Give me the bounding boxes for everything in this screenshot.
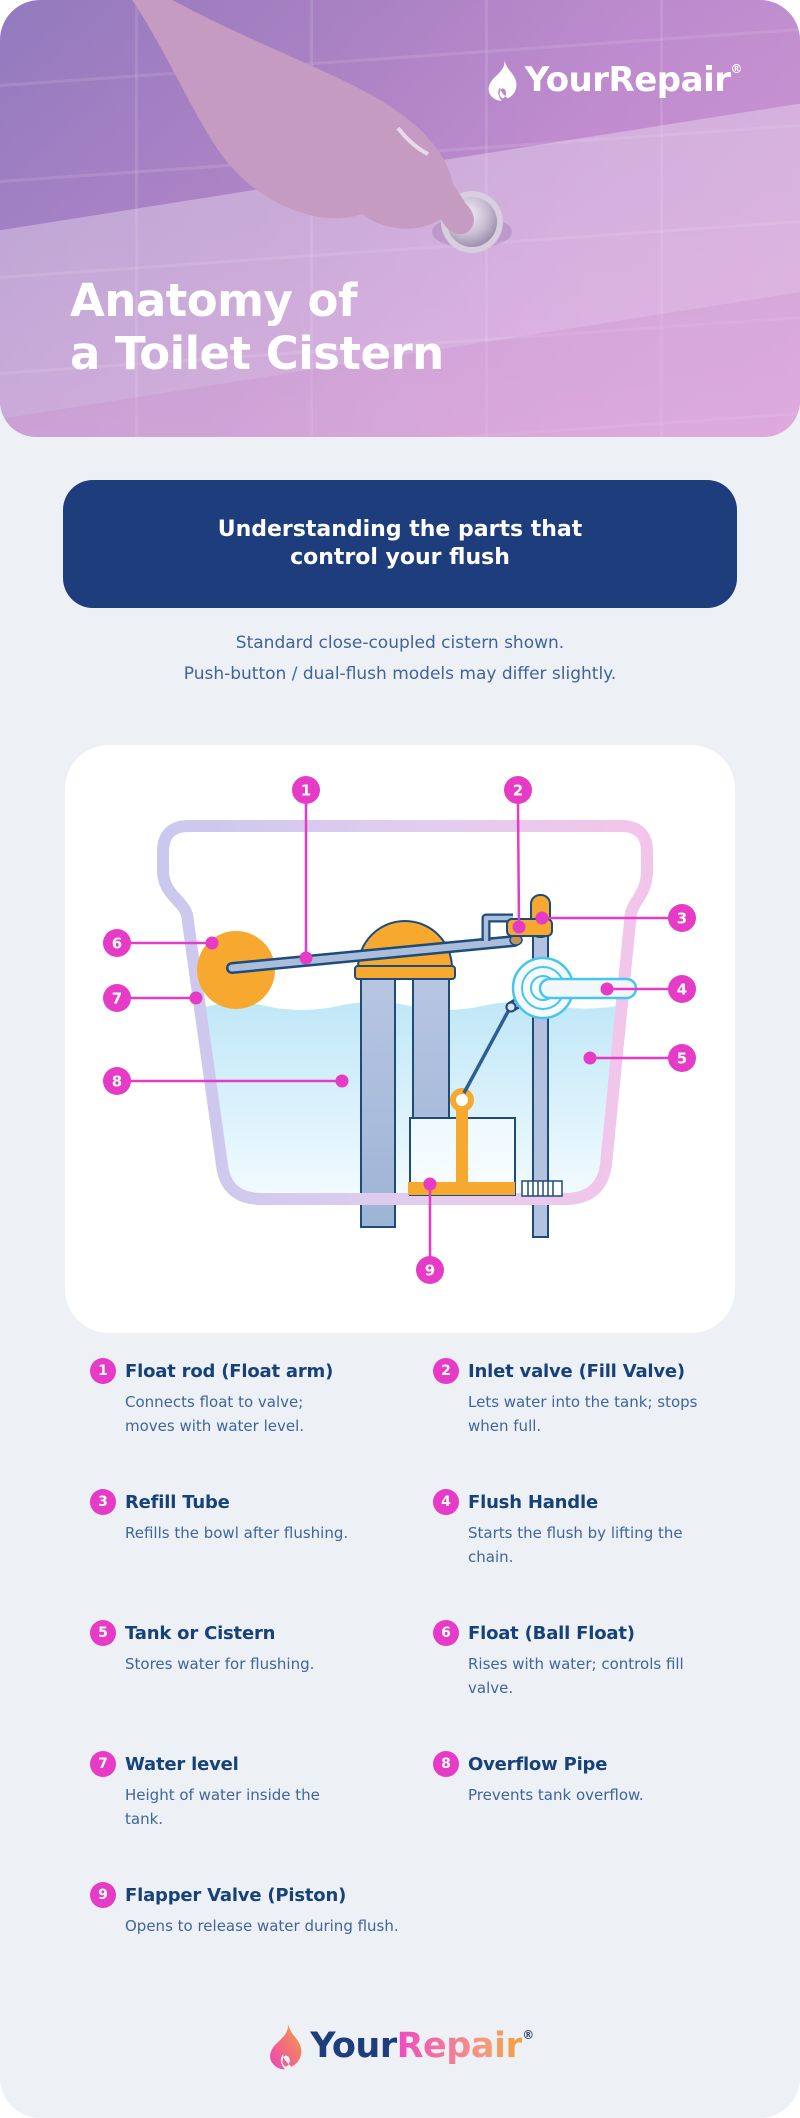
svg-text:2: 2 [513,782,523,800]
callout-1-float-rod: 1 [292,776,320,965]
legend-title: Refill Tube [125,1491,230,1513]
legend: 1 Float rod (Float arm) Connects float t… [90,1358,730,1938]
page-title-line1: Anatomy of [70,274,358,327]
legend-title: Water level [125,1753,239,1775]
hand-silhouette [132,0,474,235]
registered-mark: ® [522,2028,534,2042]
svg-text:8: 8 [112,1073,122,1091]
siphon-pipe [412,976,450,1119]
brand-wordmark: YourRepair® [310,2026,534,2066]
legend-title: Tank or Cistern [125,1622,276,1644]
callout-8-overflow-pipe: 8 [103,1067,349,1095]
legend-description: Starts the flush by lifting the chain. [468,1524,683,1566]
svg-text:4: 4 [677,981,687,999]
brand-your: Your [524,60,609,100]
legend-item-tank: 5 Tank or Cistern Stores water for flush… [90,1620,433,1751]
legend-item-refill-tube: 3 Refill Tube Refills the bowl after flu… [90,1489,433,1620]
section-banner: Understanding the parts that control you… [63,480,737,608]
callout-3-refill-tube: 3 [535,904,696,932]
legend-item-flapper-valve: 9 Flapper Valve (Piston) Opens to releas… [90,1882,433,1938]
legend-badge: 3 [90,1489,116,1515]
pipe-connector-ribs [521,1180,563,1197]
legend-badge: 4 [433,1489,459,1515]
legend-title: Float rod (Float arm) [125,1360,334,1382]
legend-title: Inlet valve (Fill Valve) [468,1360,685,1382]
legend-item-flush-handle: 4 Flush Handle Starts the flush by lifti… [433,1489,730,1620]
legend-title: Flapper Valve (Piston) [125,1884,347,1906]
legend-item-float: 6 Float (Ball Float) Rises with water; c… [433,1620,730,1751]
banner-line2: control your flush [290,545,510,570]
flapper-stem [456,1106,468,1188]
callout-9-flapper-valve: 9 [416,1177,444,1284]
svg-text:3: 3 [677,910,687,928]
brand-wordmark: YourRepair® [524,60,743,100]
legend-title: Overflow Pipe [468,1753,608,1775]
legend-item-overflow-pipe: 8 Overflow Pipe Prevents tank overflow. [433,1751,730,1882]
legend-badge: 6 [433,1620,459,1646]
brand-your: Your [310,2026,397,2066]
legend-description: Refills the bowl after flushing. [125,1524,349,1542]
legend-badge: 2 [433,1358,459,1384]
water [194,1002,628,1193]
legend-title: Flush Handle [468,1491,598,1513]
overflow-pipe [360,976,396,1228]
header-hero: YourRepair® Anatomy of a Toilet Cistern [0,0,800,437]
tank-outline [157,820,653,1205]
subtitle-line2: Push-button / dual-flush models may diff… [183,664,617,684]
page-title-line2: a Toilet Cistern [70,327,444,380]
legend-item-water-level: 7 Water level Height of water inside the… [90,1751,433,1882]
float-rod [228,937,518,972]
brand-logo-footer: YourRepair® [0,2022,800,2070]
legend-description: Prevents tank overflow. [468,1786,644,1804]
brand-repair: Repair [608,60,731,100]
callouts: 1 2 3 4 [103,776,696,1284]
legend-description: Height of water inside the tank. [125,1786,320,1828]
diagram-card: 1 2 3 4 [65,745,735,1333]
page-title: Anatomy of a Toilet Cistern [70,274,444,380]
legend-description: Connects float to valve; moves with wate… [125,1393,305,1435]
legend-item-float-rod: 1 Float rod (Float arm) Connects float t… [90,1358,433,1489]
svg-text:1: 1 [301,782,311,800]
legend-badge: 1 [90,1358,116,1384]
legend-item-inlet-valve: 2 Inlet valve (Fill Valve) Lets water in… [433,1358,730,1489]
brand-logo-header: YourRepair® [485,58,742,102]
rod-link [483,915,513,941]
legend-description: Lets water into the tank; stops when ful… [468,1393,698,1435]
callout-6-float: 6 [103,929,219,957]
flame-icon [270,2022,302,2070]
cistern-diagram: 1 2 3 4 [103,776,696,1284]
legend-description: Rises with water; controls fill valve. [468,1655,684,1697]
subtitle-note: Standard close-coupled cistern shown. Pu… [0,628,800,690]
hand-press-button-illustration [132,0,512,253]
callout-5-tank: 5 [583,1044,696,1072]
legend-description: Opens to release water during flush. [125,1917,399,1935]
svg-text:5: 5 [677,1050,687,1068]
callout-7-water-level: 7 [103,984,203,1012]
registered-mark: ® [730,62,743,76]
legend-badge: 7 [90,1751,116,1777]
svg-text:9: 9 [425,1262,435,1280]
legend-badge: 5 [90,1620,116,1646]
subtitle-line1: Standard close-coupled cistern shown. [235,633,565,653]
svg-text:7: 7 [112,990,122,1008]
callout-2-inlet-valve: 2 [504,776,532,934]
banner-line1: Understanding the parts that [217,517,583,542]
ring-detail [396,126,429,156]
legend-badge: 8 [433,1751,459,1777]
legend-description: Stores water for flushing. [125,1655,315,1673]
chain-hinge [505,1001,517,1013]
chain-ring [450,1088,474,1112]
svg-text:6: 6 [112,935,122,953]
chain [462,1005,513,1094]
legend-title: Float (Ball Float) [468,1622,635,1644]
flame-icon [488,59,517,101]
callout-4-flush-handle: 4 [600,975,696,1003]
flush-valve-collar [354,965,456,980]
brand-repair: Repair [396,2026,523,2066]
legend-badge: 9 [90,1882,116,1908]
